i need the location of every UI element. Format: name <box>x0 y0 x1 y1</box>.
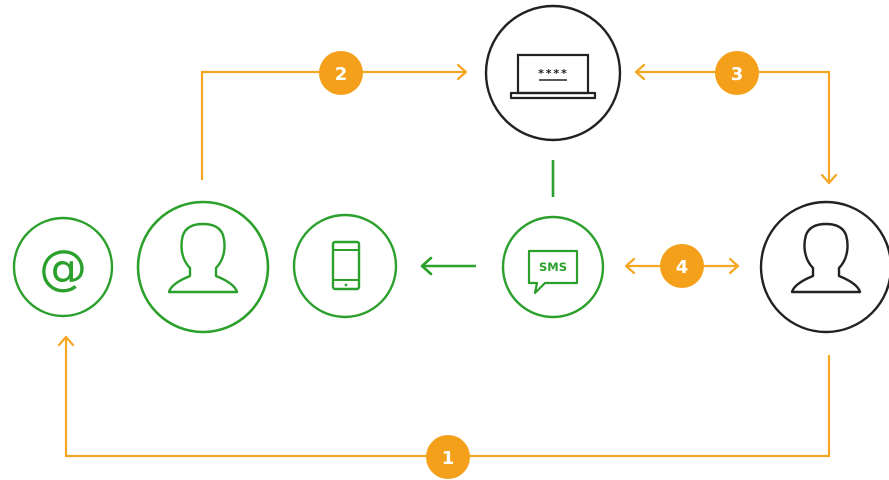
step-badge-2: 2 <box>319 51 363 95</box>
step-badge-1: 1 <box>426 435 470 479</box>
phone-node <box>292 213 398 319</box>
connector-step-3 <box>634 63 838 185</box>
at-sign-icon: @ <box>39 240 87 296</box>
step-number: 1 <box>442 448 455 469</box>
step-badge-3: 3 <box>715 51 759 95</box>
user-icon <box>790 222 862 294</box>
connector-sms-to-phone <box>420 256 476 276</box>
sms-label: SMS <box>539 260 567 274</box>
laptop-icon: **** <box>509 53 597 100</box>
step-number: 2 <box>335 64 348 85</box>
user-node-green <box>136 200 270 334</box>
step-number: 4 <box>676 257 689 278</box>
user-icon <box>167 222 239 294</box>
sms-node: SMS <box>501 215 605 319</box>
user-node-black <box>759 200 889 334</box>
sms-bubble-icon: SMS <box>527 249 579 295</box>
smartphone-icon <box>331 240 361 291</box>
step-number: 3 <box>731 64 744 85</box>
connector-step-2 <box>200 63 468 180</box>
email-node: @ <box>12 216 114 318</box>
step-badge-4: 4 <box>660 244 704 288</box>
laptop-node: **** <box>484 4 622 142</box>
password-mask: **** <box>538 67 569 80</box>
